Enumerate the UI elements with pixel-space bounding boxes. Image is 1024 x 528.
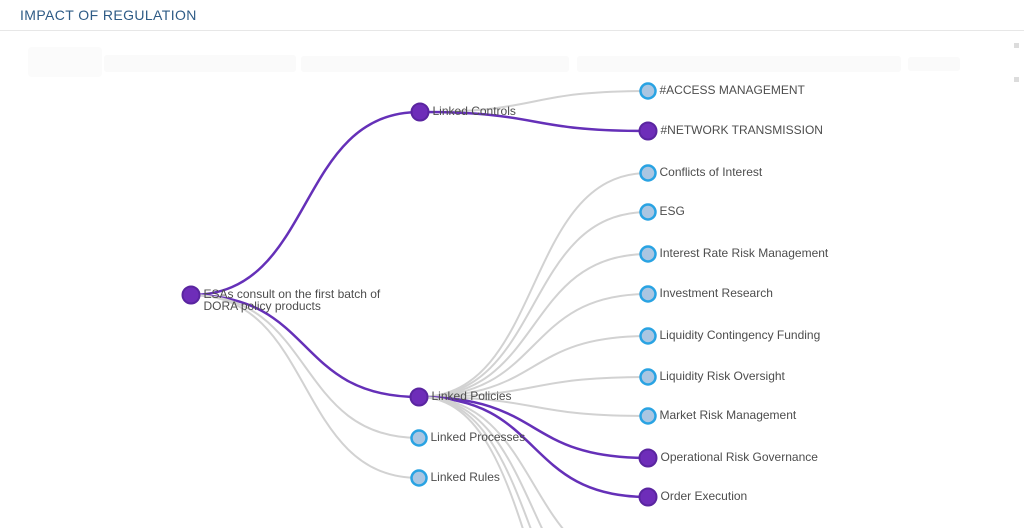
node-circle-access-management[interactable] xyxy=(639,82,657,100)
edge-linked-policies-offscreen xyxy=(418,396,564,528)
node-circle-interest-rate-risk-management[interactable] xyxy=(639,245,657,263)
node-label-linked-policies[interactable]: Linked Policies xyxy=(431,389,512,403)
edge-linked-policies-offscreen xyxy=(418,396,524,528)
edge-linked-policies-market-risk-management xyxy=(418,396,649,417)
node-circle-market-risk-management[interactable] xyxy=(639,407,657,425)
panel-header: IMPACT OF REGULATION xyxy=(0,0,1024,31)
edge-linked-policies-liquidity-contingency-funding xyxy=(418,335,649,398)
panel-title: IMPACT OF REGULATION xyxy=(20,7,197,23)
node-label-operational-risk-governance[interactable]: Operational Risk Governance xyxy=(660,450,818,464)
mindmap-canvas[interactable]: ESAs consult on the first batch of DORA … xyxy=(0,31,1024,528)
scrollbar-thumb[interactable] xyxy=(1014,77,1019,82)
edge-linked-controls-access-management xyxy=(419,90,649,113)
node-label-network-transmission[interactable]: #NETWORK TRANSMISSION xyxy=(660,123,823,137)
node-circle-liquidity-risk-oversight[interactable] xyxy=(639,368,657,386)
node-label-order-execution[interactable]: Order Execution xyxy=(660,489,748,503)
node-label-access-management[interactable]: #ACCESS MANAGEMENT xyxy=(659,83,805,97)
node-circle-linked-processes[interactable] xyxy=(410,429,428,447)
node-circle-order-execution[interactable] xyxy=(638,487,658,507)
edge-linked-policies-esg xyxy=(418,211,649,398)
node-circle-linked-controls[interactable] xyxy=(410,102,430,122)
node-label-interest-rate-risk-management[interactable]: Interest Rate Risk Management xyxy=(659,246,829,260)
edge-linked-policies-order-execution xyxy=(418,395,649,499)
scrollbar-thumb[interactable] xyxy=(1014,43,1019,48)
edge-linked-policies-interest-rate-risk-management xyxy=(418,253,649,398)
mindmap-svg xyxy=(181,82,658,528)
edge-root-linked-processes xyxy=(190,294,420,439)
edge-root-linked-policies xyxy=(190,293,420,399)
edge-root-linked-controls xyxy=(190,110,421,297)
node-circle-investment-research[interactable] xyxy=(639,285,657,303)
faded-toolbar-placeholder xyxy=(301,56,569,72)
node-label-esg[interactable]: ESG xyxy=(659,204,685,218)
node-circle-network-transmission[interactable] xyxy=(638,121,658,141)
node-circle-conflicts-of-interest[interactable] xyxy=(639,164,657,182)
edge-linked-policies-conflicts-of-interest xyxy=(418,172,649,398)
edge-root-linked-rules xyxy=(190,294,420,479)
edge-linked-policies-offscreen xyxy=(418,396,532,528)
edge-linked-policies-investment-research xyxy=(418,293,649,398)
node-label-liquidity-risk-oversight[interactable]: Liquidity Risk Oversight xyxy=(659,369,785,383)
node-label-investment-research[interactable]: Investment Research xyxy=(659,286,773,300)
faded-logo-placeholder xyxy=(28,47,102,77)
faded-toolbar-placeholder xyxy=(577,56,901,72)
faded-toolbar-placeholder xyxy=(908,57,960,71)
node-label-liquidity-contingency-funding[interactable]: Liquidity Contingency Funding xyxy=(659,328,821,342)
node-label-linked-rules[interactable]: Linked Rules xyxy=(430,470,500,484)
node-circle-operational-risk-governance[interactable] xyxy=(638,448,658,468)
edge-linked-policies-operational-risk-governance xyxy=(418,395,649,460)
node-label-linked-processes[interactable]: Linked Processes xyxy=(430,430,526,444)
node-label-linked-controls[interactable]: Linked Controls xyxy=(432,104,516,118)
faded-toolbar-placeholder xyxy=(104,55,296,72)
node-circle-linked-rules[interactable] xyxy=(410,469,428,487)
node-circle-linked-policies[interactable] xyxy=(409,387,429,407)
node-label-market-risk-management[interactable]: Market Risk Management xyxy=(659,408,797,422)
edge-linked-policies-liquidity-risk-oversight xyxy=(418,376,649,398)
node-label-root[interactable]: ESAs consult on the first batch of DORA … xyxy=(203,287,381,313)
node-circle-root[interactable] xyxy=(181,285,201,305)
node-label-conflicts-of-interest[interactable]: Conflicts of Interest xyxy=(659,165,763,179)
edge-linked-policies-offscreen xyxy=(418,396,543,528)
node-circle-esg[interactable] xyxy=(639,203,657,221)
edge-linked-controls-network-transmission xyxy=(419,110,649,133)
node-circle-liquidity-contingency-funding[interactable] xyxy=(639,327,657,345)
